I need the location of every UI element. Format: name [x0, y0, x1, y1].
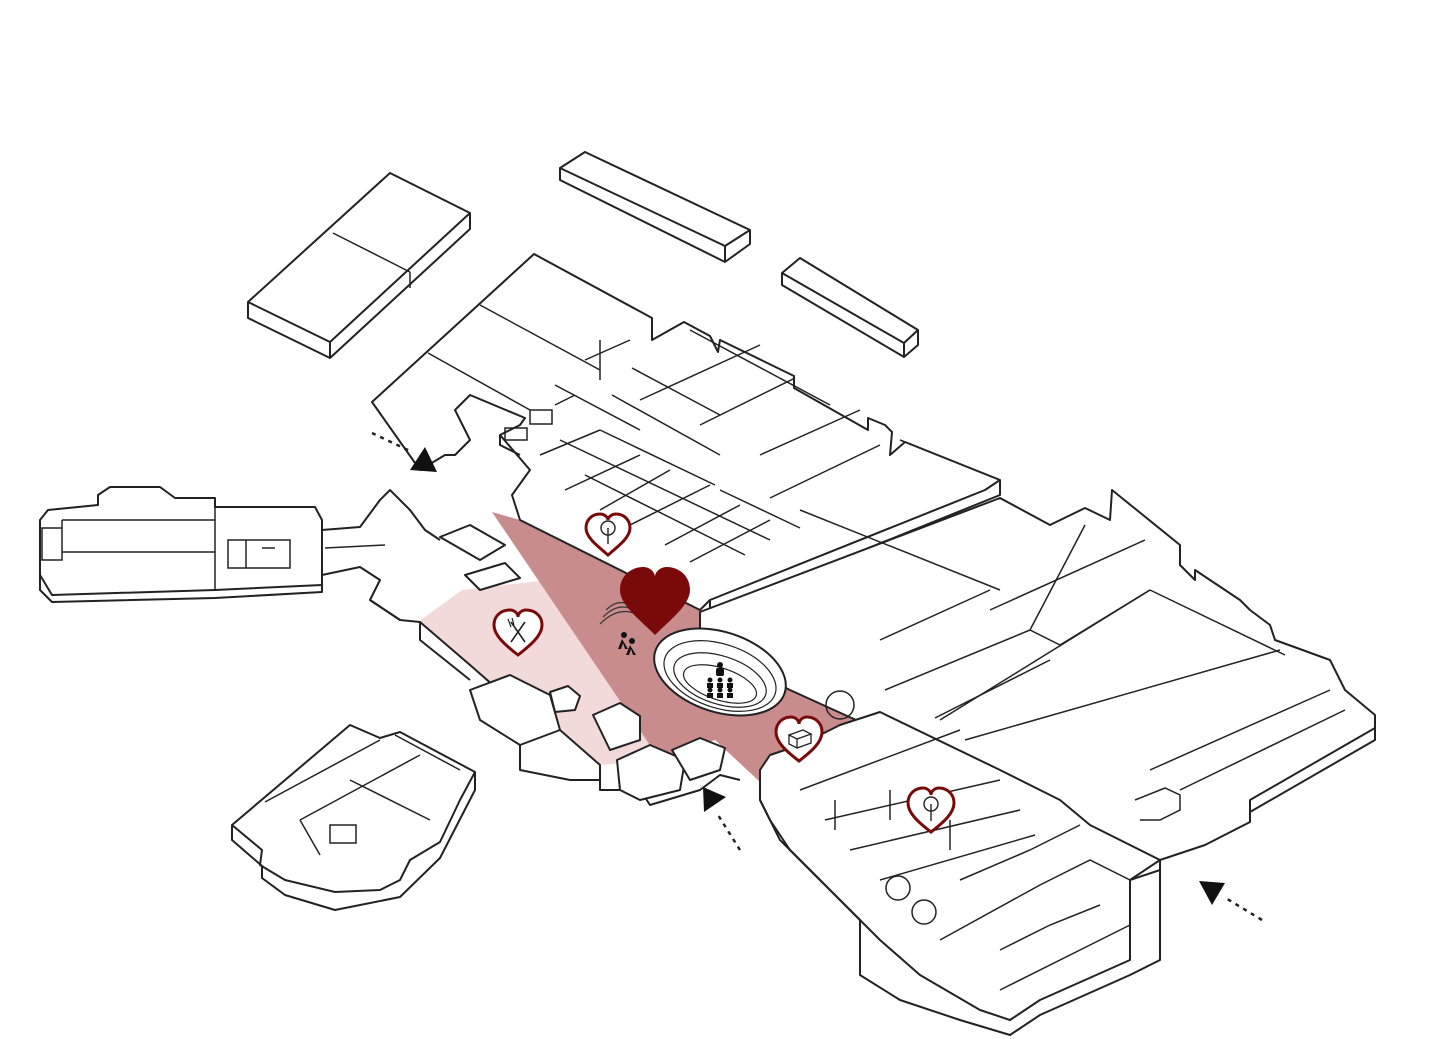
arrowhead-south	[703, 787, 726, 812]
entrance-north-west-arrow	[371, 431, 437, 472]
building-block-nw	[247, 172, 471, 359]
building-block-north-long	[559, 151, 751, 263]
heart-tree-icon-north	[584, 512, 632, 557]
south-west-buildings	[369, 524, 741, 806]
entrance-east-arrow	[1199, 881, 1263, 922]
south-west-detached-block	[231, 724, 476, 911]
heart-market-stall-icon	[774, 715, 824, 763]
heart-icon	[620, 567, 690, 635]
north-detached-blocks	[247, 151, 919, 359]
heart-fork-knife-icon	[492, 608, 544, 657]
west-wing-building	[39, 486, 441, 621]
east-complex	[699, 489, 1376, 881]
building-block-north-wedge	[781, 257, 919, 358]
south-east-complex	[759, 690, 1161, 1036]
arrowhead-north-west	[410, 447, 437, 472]
north-complex	[371, 253, 1001, 613]
pedestrians-icon	[618, 632, 636, 655]
arrowhead-east	[1199, 881, 1225, 905]
entrance-south-arrow	[703, 787, 742, 851]
heart-tree-icon-south	[906, 786, 956, 834]
seated-audience-icon	[707, 662, 733, 698]
